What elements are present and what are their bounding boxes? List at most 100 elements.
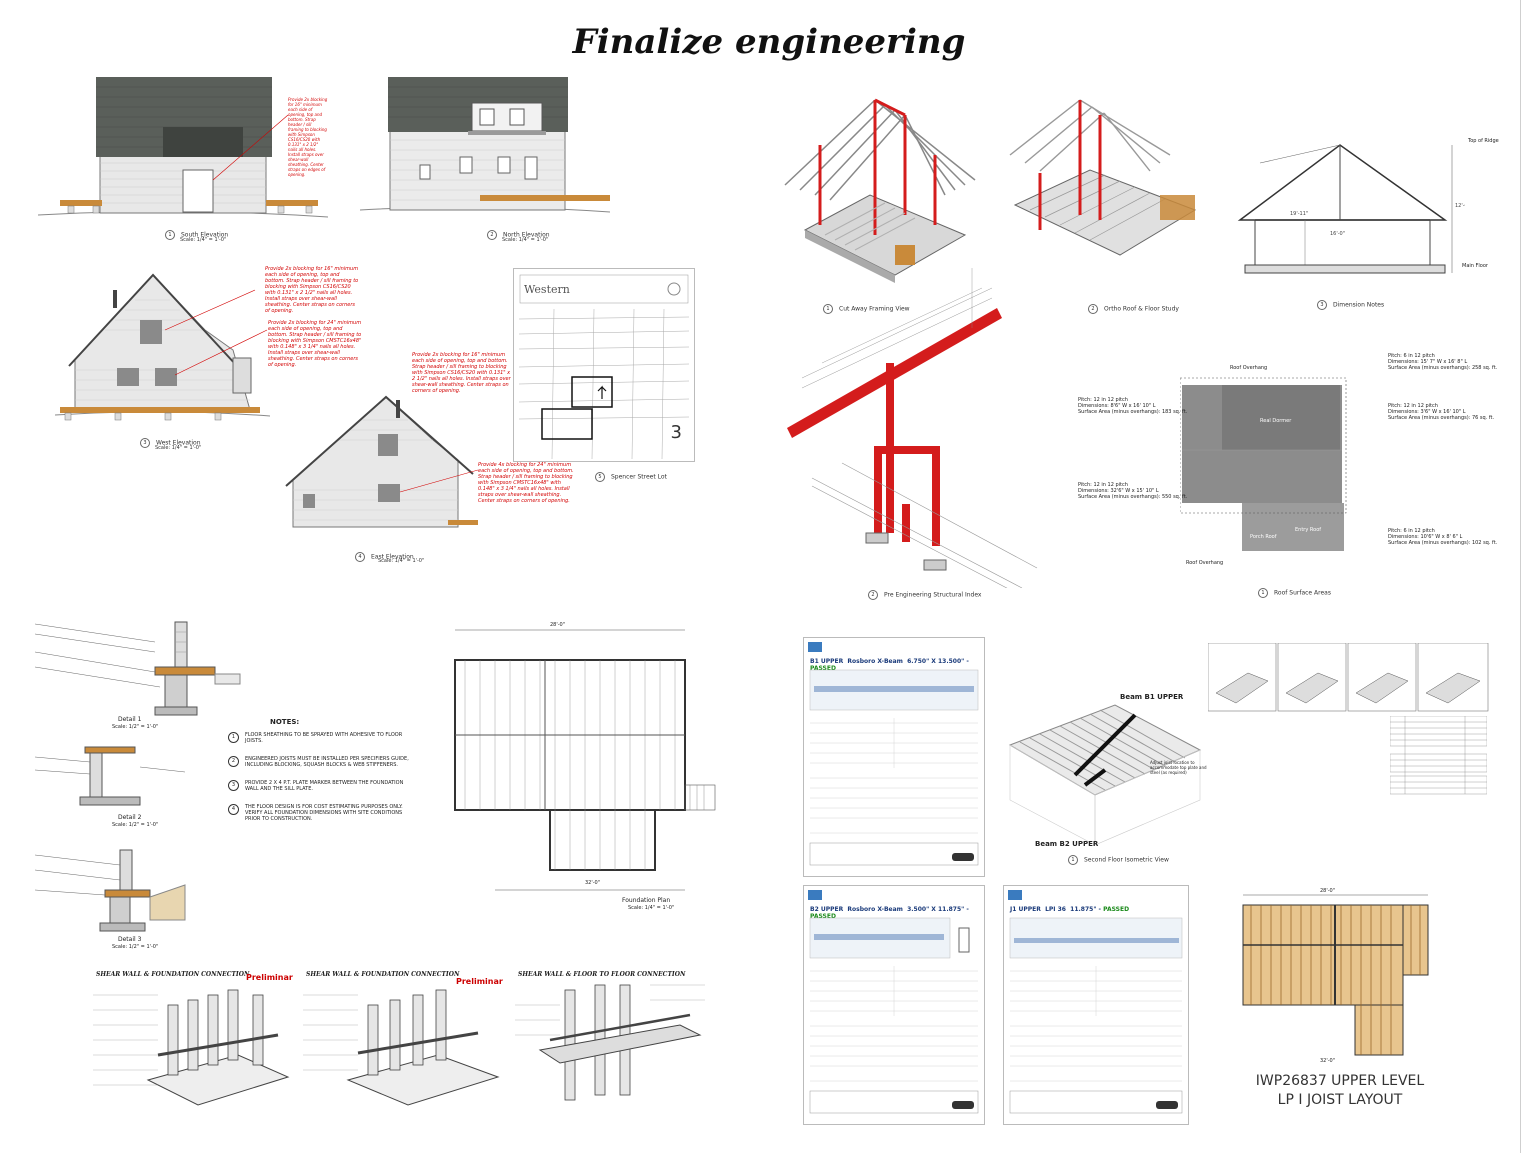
south-elevation: Provide 2x blocking for 16" minimum each… [38, 75, 328, 250]
dimension-notes-view: 12'-0" 16'-0" 19'-11" [1230, 125, 1465, 290]
page-edge-line [1520, 0, 1521, 1153]
east-elevation-note-2: Provide 4x blocking for 24" minimum each… [478, 462, 574, 504]
beam-b2-member: B2 UPPER [810, 906, 844, 913]
beam-b1-member: B1 UPPER [810, 658, 844, 665]
detail-3 [35, 845, 205, 935]
beam-adjust-callout: Adjust joist location to accommodate top… [1150, 760, 1207, 775]
shear-detail-2-title: SHEAR WALL & FOUNDATION CONNECTION [306, 971, 460, 978]
detail-2-scale: Scale: 1/2" = 1'-0" [112, 822, 159, 828]
joist-j1-product: LPI 36 [1045, 906, 1066, 913]
beam-b2-product: Rosboro X-Beam [847, 906, 903, 913]
joist-bottom-dim: 32'-0" [1320, 1058, 1336, 1064]
beam-b1-status: PASSED [810, 665, 836, 672]
joist-layout-plan [1235, 885, 1445, 1060]
foundation-plan-scale: Scale: 1/4" = 1'-0" [628, 905, 675, 911]
svg-text:19'-11": 19'-11" [1290, 211, 1308, 217]
shear-detail-2-badge: Preliminary [456, 977, 503, 986]
shear-detail-2: SHEAR WALL & FOUNDATION CONNECTION Preli… [298, 965, 503, 1110]
note-item: 1 FLOOR SHEATHING TO BE SPRAYED WITH ADH… [228, 732, 418, 744]
pre-eng-label: Pre Engineering Structural Index [884, 591, 982, 599]
roof-pitch-top: Pitch: 6 in 12 pitch Dimensions: 15' 7" … [1388, 353, 1498, 371]
east-elevation [278, 392, 478, 542]
shear-detail-3-title: SHEAR WALL & FLOOR TO FLOOR CONNECTION [518, 971, 686, 978]
detail-3-label: Detail 3 [118, 936, 142, 943]
real-dormer-label: Real Dormer [1260, 418, 1292, 424]
note-item: 2 ENGINEERED JOISTS MUST BE INSTALLED PE… [228, 756, 418, 768]
beam-b1-size: 6.750" X 13.500" [907, 658, 965, 665]
note-item: 3 PROVIDE 2 X 4 P.T. PLATE MARKER BETWEE… [228, 780, 418, 792]
pre-engineering-index [782, 268, 1042, 588]
detail-1-label: Detail 1 [118, 716, 142, 723]
south-elevation-label: South Elevation [181, 231, 229, 239]
note-item: 4 THE FLOOR DESIGN IS FOR COST ESTIMATIN… [228, 804, 418, 822]
beam-b2-status: PASSED [810, 913, 836, 920]
west-elevation-label: West Elevation [156, 439, 201, 447]
material-schedule [1390, 716, 1487, 796]
roof-surface-areas: Real Dormer Entry Roof Porch Roof [1180, 370, 1390, 560]
roof-overhang-top: Roof Overhang [1230, 365, 1268, 371]
svg-text:12'-0": 12'-0" [1455, 203, 1465, 209]
shear-detail-1-badge: Preliminary [246, 973, 293, 982]
notes-heading: NOTES: [270, 718, 300, 726]
joist-hanger-details [1208, 643, 1490, 713]
joist-sheet-j1: J1 UPPER LPI 36 11.875" - PASSED [1003, 885, 1189, 1125]
joist-j1-member: J1 UPPER [1010, 906, 1041, 913]
beam-b2-upper-label: Beam B2 UPPER [1035, 840, 1099, 848]
east-elevation-label: East Elevation [371, 553, 414, 561]
beam-b2-size: 3.500" X 11.875" [907, 906, 965, 913]
site-lot-sheet-number: 3 [670, 422, 682, 443]
foundation-plan-label: Foundation Plan [622, 897, 671, 904]
second-floor-isometric [1005, 680, 1205, 860]
south-elevation-note: Provide 2x blocking for 16" minimum each… [288, 97, 328, 177]
joist-j1-status: PASSED [1103, 906, 1130, 913]
foundation-plan [425, 615, 735, 905]
west-elevation [55, 270, 270, 440]
porch-roof-label: Porch Roof [1250, 534, 1277, 540]
page-title: Finalize engineering [572, 22, 966, 62]
second-floor-label: Second Floor Isometric View [1084, 856, 1169, 864]
detail-1-scale: Scale: 1/2" = 1'-0" [112, 724, 159, 730]
joist-top-dim: 28'-0" [1320, 888, 1336, 894]
joist-layout-title: IWP26837 UPPER LEVEL LP I JOIST LAYOUT [1230, 1072, 1450, 1110]
ortho-label: Ortho Roof & Floor Study [1104, 305, 1179, 313]
cutaway-framing-view [765, 95, 990, 285]
roof-pitch-bottom: Pitch: 6 in 12 pitch Dimensions: 10'6" W… [1388, 528, 1498, 546]
west-elevation-note-2: Provide 2x blocking for 24" minimum each… [268, 320, 362, 368]
roof-overhang-bottom: Roof Overhang [1186, 560, 1224, 566]
site-lot-map: Western 3 [513, 268, 695, 462]
ortho-roof-floor-study [1000, 95, 1200, 265]
detail-2 [35, 742, 205, 812]
cutaway-label: Cut Away Framing View [839, 305, 910, 313]
beam-b1-product: Rosboro X-Beam [847, 658, 903, 665]
top-of-ridge-label: Top of Ridge [1468, 138, 1499, 144]
main-floor-label: Main Floor [1462, 263, 1488, 269]
north-elevation [360, 75, 610, 225]
west-elevation-note-1: Provide 2x blocking for 16" minimum each… [265, 266, 359, 314]
foundation-bottom-dim: 32'-0" [585, 880, 601, 886]
joist-j1-size: 11.875" [1070, 906, 1097, 913]
roof-pitch-left: Pitch: 12 in 12 pitch Dimensions: 8'6" W… [1078, 397, 1188, 415]
detail-3-scale: Scale: 1/2" = 1'-0" [112, 944, 159, 950]
site-lot-label: Spencer Street Lot [611, 473, 667, 481]
joist-layout-line-2: LP I JOIST LAYOUT [1277, 1092, 1403, 1108]
western-logo: Western [524, 283, 570, 296]
beam-sheet-b2: B2 UPPER Rosboro X-Beam 3.500" X 11.875"… [803, 885, 985, 1125]
shear-detail-3: SHEAR WALL & FLOOR TO FLOOR CONNECTION [510, 965, 710, 1110]
dimension-label: Dimension Notes [1333, 301, 1385, 309]
detail-1 [35, 612, 245, 720]
north-elevation-label: North Elevation [503, 231, 550, 239]
entry-roof-label: Entry Roof [1295, 527, 1322, 533]
shear-detail-1: SHEAR WALL & FOUNDATION CONNECTION Preli… [88, 965, 293, 1110]
roof-pitch-right: Pitch: 12 in 12 pitch Dimensions: 3'6" W… [1388, 403, 1495, 421]
beam-sheet-b1: B1 UPPER Rosboro X-Beam 6.750" X 13.500"… [803, 637, 985, 877]
north-elevation-scale: Scale: 1/4" = 1'-0" [502, 237, 549, 243]
detail-2-label: Detail 2 [118, 814, 142, 821]
